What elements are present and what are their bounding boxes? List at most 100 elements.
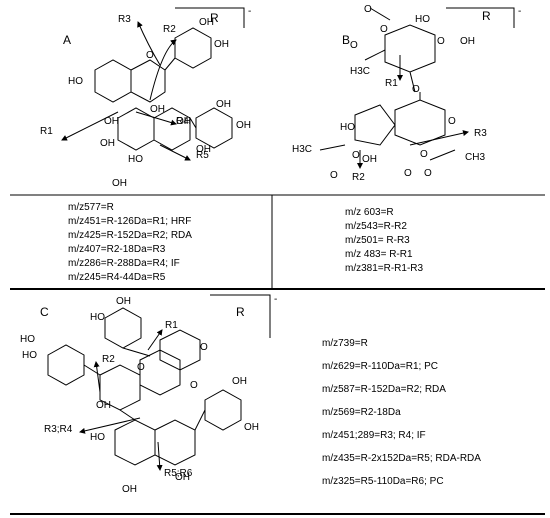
panel-b-letter: B	[342, 33, 350, 47]
panel-c-letter: C	[40, 305, 49, 319]
panel-a-arrow-r5	[159, 144, 191, 161]
panel-b-fragment-5: m/z381=R-R1-R3	[345, 263, 424, 274]
panel-a-oh-2: OH	[214, 39, 229, 50]
panel-c-fragment-7: m/z325=R5-110Da=R6; PC	[322, 476, 444, 487]
panel-a-oh-11: OH	[176, 116, 191, 127]
panel-a-oh-5: OH	[104, 116, 119, 127]
panel-a-oh-6: OH	[216, 99, 231, 110]
panel-b-arrow-r3	[409, 130, 469, 146]
panel-b-label-r3: R3	[474, 128, 487, 139]
panel-a-fragment-3: m/z425=R-152Da=R2; RDA	[68, 230, 192, 241]
panel-c-ring-d	[114, 419, 156, 466]
panel-b-glucose-ring	[384, 24, 436, 73]
panel-c-o-2: O	[200, 342, 208, 353]
panel-c-label-r1: R1	[165, 320, 178, 331]
panel-a-charge: -	[248, 6, 251, 17]
panel-a-oh-10: OH	[196, 144, 211, 155]
panel-b-bond-5	[319, 144, 346, 151]
panel-a-catechol-ring-1	[174, 27, 212, 69]
panel-c-ring-c	[99, 364, 141, 411]
panel-c-oh-3: HO	[22, 350, 37, 361]
panel-a-letter: A	[63, 33, 71, 47]
panel-c-catechol-ring-3	[204, 389, 242, 431]
panel-a-bracket	[175, 7, 245, 28]
panel-b-o-ring: O	[437, 36, 445, 47]
panel-c-catechol-ring-1	[104, 307, 142, 349]
panel-a-ring-a	[94, 59, 132, 103]
panel-b-fragment-list: m/z 603=R m/z543=R-R2 m/z501= R-R3 m/z 4…	[345, 207, 424, 274]
panel-a-oh-9: HO	[128, 154, 143, 165]
panel-c-oh-9: OH	[175, 472, 190, 483]
panel-c-ring-f	[154, 419, 196, 466]
panel-c-oh-1: HO	[90, 312, 105, 323]
panel-c-fragment-1: m/z739=R	[322, 338, 368, 349]
panel-c-oh-6: OH	[244, 422, 259, 433]
panel-b-h3c-1: H3C	[350, 66, 370, 77]
panel-c-bond-3	[194, 409, 206, 431]
panel-a-structure: A R - OH OH HO O OH OH OH OH OH HO OH OH…	[40, 6, 251, 189]
panel-a-catechol-ring-2	[195, 107, 233, 149]
panel-b-h3c-2: H3C	[292, 144, 312, 155]
panel-b-fragment-3: m/z501= R-R3	[345, 235, 410, 246]
panel-b-structure: B R - O O HO O OH O O H3C O O HO O O H3C…	[292, 4, 521, 183]
panel-b-o-iso: O	[404, 168, 412, 179]
panel-c-fragment-5: m/z451;289=R3; R4; IF	[322, 430, 426, 441]
panel-b-pyran-ring	[394, 99, 446, 146]
panel-c-oh-8: OH	[96, 400, 111, 411]
panel-a-o-1: O	[146, 50, 154, 61]
panel-c-oh-7: HO	[90, 432, 105, 443]
panel-b-bracket	[446, 7, 515, 28]
panel-a-label-r2: R2	[163, 24, 176, 35]
panel-b-o-iso-2: O	[424, 168, 432, 179]
panel-a-arrow-r2	[149, 39, 177, 101]
panel-c-fragment-2: m/z629=R-110Da=R1; PC	[322, 361, 438, 372]
panel-b-o-acetyl: O	[352, 150, 360, 161]
panel-c-bond-2	[122, 347, 151, 357]
panel-c-arrow-r3r4	[79, 417, 141, 434]
panel-b-ho-2: HO	[340, 122, 355, 133]
panel-c-fragment-4: m/z569=R2-18Da	[322, 407, 401, 418]
panel-c-oh-4: HO	[20, 334, 35, 345]
panel-c-fragment-list: m/z739=R m/z629=R-110Da=R1; PC m/z587=R-…	[322, 338, 481, 487]
panel-b-o-acetyl-2: O	[330, 170, 338, 181]
panel-a-oh-4: OH	[150, 104, 165, 115]
panel-b-ion: R	[482, 9, 491, 23]
panel-c-bracket	[210, 294, 271, 338]
panel-a-bond-2	[189, 117, 197, 129]
panel-b-ch3: CH3	[465, 152, 485, 163]
panel-b-label-r2: R2	[352, 172, 365, 183]
panel-a-arrow-r4	[135, 111, 177, 126]
panel-a-fragment-2: m/z451=R-126Da=R1; HRF	[68, 216, 191, 227]
panel-a-ion: R	[210, 11, 219, 25]
panel-c-label-r3r4: R3;R4	[44, 424, 73, 435]
panel-c-bond-4	[119, 409, 136, 421]
panel-a-label-r1: R1	[40, 126, 53, 137]
panel-b-bond-3	[409, 71, 416, 93]
panel-b-fragment-2: m/z543=R-R2	[345, 221, 407, 232]
panel-b-ho-1: HO	[415, 14, 430, 25]
panel-b-fragment-1: m/z 603=R	[345, 207, 394, 218]
panel-c-label-r5r6: R5;R6	[164, 468, 193, 479]
panel-a-ring-d	[117, 107, 155, 151]
panel-b-acetyl-o-1: O	[364, 4, 372, 15]
panel-a-fragment-list: m/z577=R m/z451=R-126Da=R1; HRF m/z425=R…	[68, 202, 192, 283]
panel-b-bond-2	[364, 49, 386, 61]
panel-a-fragment-6: m/z245=R4-44Da=R5	[68, 272, 166, 283]
panel-a-fragment-1: m/z577=R	[68, 202, 114, 213]
panel-a-oh-1: OH	[199, 17, 214, 28]
panel-c-ion: R	[236, 305, 245, 319]
panel-b-acetyl-o-3: O	[350, 40, 358, 51]
panel-c-o-3: O	[190, 380, 198, 391]
panel-a-oh-12: OH	[112, 178, 127, 189]
panel-a-fragment-5: m/z286=R-288Da=R4; IF	[68, 258, 180, 269]
panel-b-bond-1	[369, 7, 391, 21]
panel-a-label-r4: R4	[176, 116, 189, 127]
panel-a-ring-f	[153, 107, 191, 151]
panel-c-oh-5: OH	[232, 376, 247, 387]
panel-b-acetyl-o-2: O	[380, 24, 388, 35]
panel-a-arrow-r1	[61, 111, 119, 141]
panel-a-bond-1	[164, 57, 176, 71]
panel-b-oh-1: OH	[460, 36, 475, 47]
panel-a-ring-c	[130, 59, 166, 103]
panel-c-arrow-r2	[93, 361, 101, 393]
